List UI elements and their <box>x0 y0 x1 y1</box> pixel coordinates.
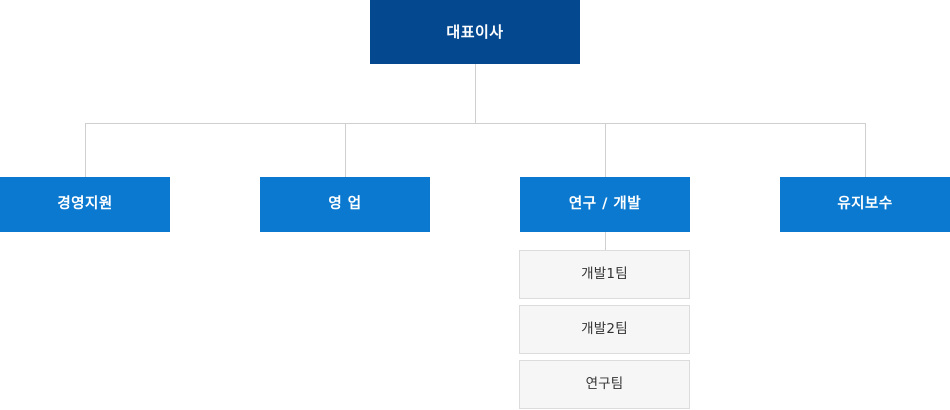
connector-down-dept-3 <box>605 123 606 177</box>
node-dept-management-support[interactable]: 경영지원 <box>0 177 170 232</box>
connector-horizontal-bus <box>85 123 866 124</box>
connector-down-teams <box>605 232 606 250</box>
node-team-label-2: 개발2팀 <box>581 321 628 338</box>
node-dept-label-3: 연구 / 개발 <box>568 195 642 212</box>
node-team-dev2[interactable]: 개발2팀 <box>519 305 690 354</box>
connector-root-down <box>475 64 476 123</box>
node-root-label: 대표이사 <box>446 23 504 41</box>
node-dept-sales[interactable]: 영 업 <box>260 177 430 232</box>
node-team-research[interactable]: 연구팀 <box>519 360 690 409</box>
node-root-ceo[interactable]: 대표이사 <box>370 0 580 64</box>
node-team-label-1: 개발1팀 <box>581 266 628 283</box>
connector-down-dept-4 <box>865 123 866 177</box>
node-team-label-3: 연구팀 <box>585 376 624 393</box>
node-team-dev1[interactable]: 개발1팀 <box>519 250 690 299</box>
node-dept-label-1: 경영지원 <box>57 195 113 212</box>
node-dept-label-2: 영 업 <box>328 195 362 212</box>
connector-down-dept-2 <box>345 123 346 177</box>
node-dept-maintenance[interactable]: 유지보수 <box>780 177 950 232</box>
node-dept-research-development[interactable]: 연구 / 개발 <box>520 177 690 232</box>
connector-down-dept-1 <box>85 123 86 177</box>
node-dept-label-4: 유지보수 <box>837 195 893 212</box>
